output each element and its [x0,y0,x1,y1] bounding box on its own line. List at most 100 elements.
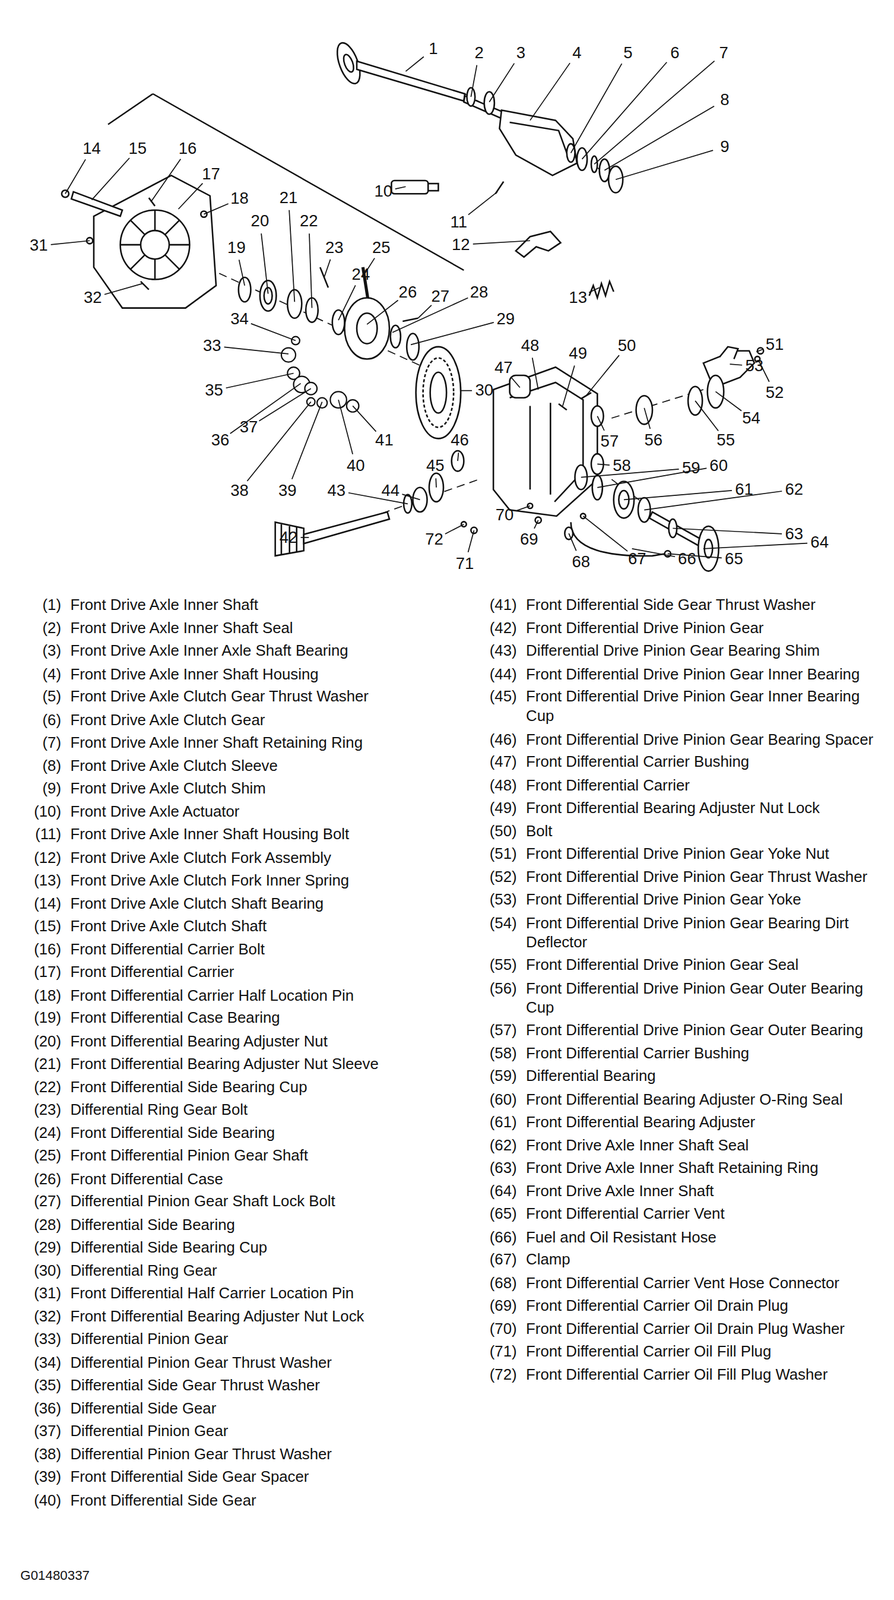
callout-number: 7 [719,45,729,62]
callout-number: 17 [201,166,221,183]
part-number: (48) [473,774,517,794]
callout-number: 49 [568,345,588,362]
carrier-half-shape [120,210,190,280]
part-number: (56) [473,977,517,1016]
leader-line [615,150,713,180]
callout-number: 44 [381,482,400,499]
callout-number: 6 [670,45,680,62]
parts-list-row: (2)Front Drive Axle Inner Shaft Seal [18,617,415,637]
parts-list-row: (45)Front Differential Drive Pinion Gear… [473,686,883,725]
part-name: Front Differential Carrier Oil Drain Plu… [525,1317,883,1337]
leader-line [352,405,376,431]
part-name: Differential Side Bearing Cup [70,1236,415,1257]
part-number: (46) [473,728,517,748]
callout-number: 51 [765,336,785,353]
parts-list-row: (54)Front Differential Drive Pinion Gear… [473,911,883,951]
leader-line [715,391,742,411]
part-number: (17) [18,961,62,981]
leader-line [203,203,228,215]
callout-number: 52 [765,384,785,401]
part-number: (9) [18,777,62,798]
part-number: (71) [473,1340,517,1360]
drive-pinion-shape [429,473,444,502]
part-number: (22) [18,1076,62,1096]
part-number: (64) [473,1180,517,1200]
part-number: (3) [18,639,62,660]
leader-line [571,63,623,153]
pinion-yoke-shape [719,346,738,360]
callout-number: 21 [279,189,298,206]
part-number: (53) [473,888,517,909]
callout-number: 30 [474,382,494,399]
part-name: Front Drive Axle Actuator [70,800,415,821]
drive-pinion-shape [275,521,304,556]
vent-hose-shape [571,521,665,556]
parts-list-row: (7)Front Drive Axle Inner Shaft Retainin… [18,731,415,752]
part-name: Front Differential Carrier Oil Fill Plug [525,1340,883,1360]
carrier-half-shape [149,197,155,206]
leader-line [289,210,295,303]
parts-list-row: (46)Front Differential Drive Pinion Gear… [473,728,883,748]
drive-pinion-shape [403,494,412,513]
part-number: (6) [18,708,62,729]
parts-list-row: (69)Front Differential Carrier Oil Drain… [473,1294,883,1315]
parts-list-row: (64)Front Drive Axle Inner Shaft [473,1180,883,1200]
callout-number: 53 [745,357,764,374]
part-name: Differential Pinion Gear Shaft Lock Bolt [70,1190,415,1211]
part-number: (25) [18,1144,62,1165]
callout-number: 12 [451,236,471,253]
parts-list-row: (6)Front Drive Axle Clutch Gear [18,708,415,729]
parts-list-row: (30)Differential Ring Gear [18,1259,415,1280]
figure-code: G01480337 [20,1566,90,1583]
part-number: (54) [473,911,517,951]
part-number: (13) [18,869,62,890]
callout-number: 43 [327,482,346,499]
leader-line [534,520,539,529]
part-name: Front Drive Axle Inner Axle Shaft Bearin… [70,639,415,660]
part-number: (11) [18,823,62,843]
leader-line [532,357,539,390]
inner-shaft-shape [484,92,495,115]
part-name: Front Differential Drive Pinion Gear Out… [525,1019,883,1039]
part-name: Front Drive Axle Clutch Shim [70,777,415,798]
shaft-housing [391,109,623,298]
part-number: (58) [473,1042,517,1062]
part-name: Front Drive Axle Inner Shaft [70,594,415,614]
part-name: Front Differential Side Gear [70,1488,415,1509]
callout-number: 55 [716,432,735,449]
part-name: Front Differential Side Bearing [70,1121,415,1142]
differential-carrier-shape [470,527,477,534]
part-name: Front Differential Carrier Bolt [70,938,415,959]
part-name: Front Differential Carrier Bushing [525,751,883,772]
leader-line [695,400,719,431]
callout-number: 4 [572,45,582,62]
part-name: Front Differential Bearing Adjuster Nut [70,1029,415,1050]
callout-number: 26 [398,284,418,301]
parts-list-row: (11)Front Drive Axle Inner Shaft Housing… [18,823,415,843]
part-number: (60) [473,1088,517,1108]
leader-line [392,297,468,332]
part-name: Differential Ring Gear [70,1259,415,1280]
callout-number: 25 [372,239,391,256]
part-number: (20) [18,1029,62,1050]
part-name: Front Differential Side Bearing Cup [70,1076,415,1096]
part-name: Front Differential Pinion Gear Shaft [70,1144,415,1165]
part-name: Bolt [525,819,883,840]
part-number: (68) [473,1271,517,1292]
part-name: Differential Pinion Gear [70,1328,415,1349]
leader-line [515,505,531,511]
part-number: (59) [473,1064,517,1085]
pinion-yoke-shape [636,395,653,424]
differential-carrier-shape [493,366,598,516]
part-name: Front Differential Carrier Oil Fill Plug… [525,1363,883,1384]
parts-list-row: (18)Front Differential Carrier Half Loca… [18,984,415,1004]
part-number: (16) [18,938,62,959]
parts-list-row: (47)Front Differential Carrier Bushing [473,751,883,772]
part-number: (5) [18,686,62,706]
leader-line [239,259,245,285]
callout-number: 61 [734,481,754,498]
part-number: (55) [473,953,517,974]
leader-line [568,533,577,551]
differential-carrier-shape [509,375,531,398]
